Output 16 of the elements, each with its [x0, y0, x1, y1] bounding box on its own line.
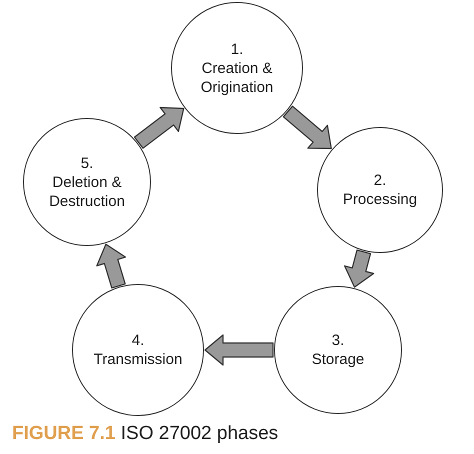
- phase-number: 4.: [130, 331, 146, 350]
- phase-number: 2.: [372, 171, 388, 190]
- block-arrow: [282, 106, 332, 150]
- phase-label: Transmission: [92, 350, 184, 369]
- block-arrow: [344, 250, 374, 288]
- phase-label: Creation & Origination: [200, 58, 274, 96]
- phase-number: 1.: [230, 40, 244, 58]
- phase-label: Deletion & Destruction: [48, 172, 126, 210]
- phase-label: Storage: [310, 350, 366, 369]
- phase-number: 5.: [80, 154, 94, 172]
- block-arrow: [134, 106, 184, 149]
- block-arrow: [204, 334, 274, 366]
- phase-label: Processing: [342, 190, 418, 209]
- figure-caption: FIGURE 7.1 ISO 27002 phases: [12, 423, 278, 445]
- block-arrow: [96, 244, 126, 288]
- phase-number: 3.: [330, 331, 346, 350]
